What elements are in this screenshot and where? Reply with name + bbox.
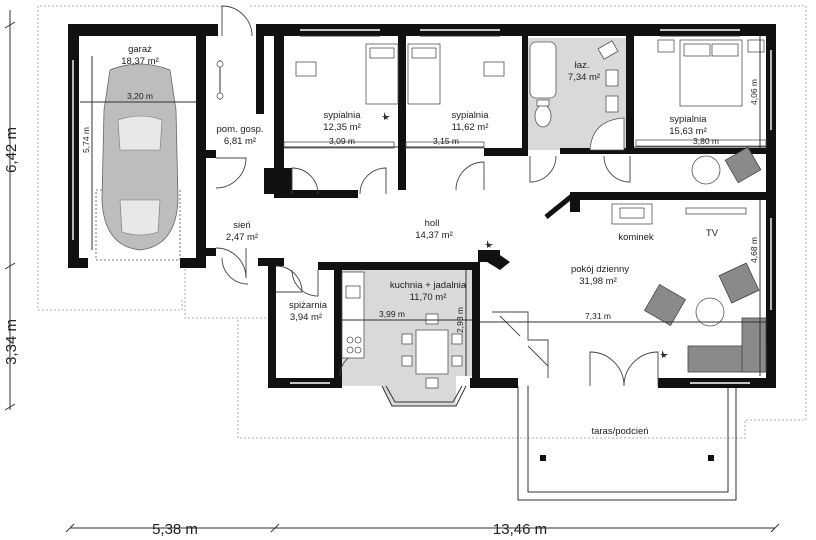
fireplace-wall — [544, 194, 574, 219]
room-name-sypialnia-1: sypialnia — [324, 110, 362, 121]
plants — [382, 112, 668, 358]
room-name-laz: łaz. — [575, 60, 590, 71]
room-area-holl: 14,37 m² — [415, 230, 453, 241]
kitchen-furniture — [341, 271, 463, 389]
windows — [72, 29, 772, 384]
room-name-sypialnia-2: sypialnia — [452, 110, 490, 121]
bedroom-furniture — [283, 39, 767, 185]
room-area-sypialnia-1: 12,35 m² — [323, 122, 361, 133]
room-name-sypialnia-3: sypialnia — [670, 114, 708, 125]
room-name-kuchnia: kuchnia + jadalnia — [390, 280, 467, 291]
living-furniture — [611, 203, 767, 373]
dim-overall-bottom-left: 5,38 m — [152, 521, 198, 538]
dim-overall-bottom-right: 13,46 m — [493, 521, 547, 538]
stairs — [492, 311, 549, 378]
dimension-lines — [4, 10, 780, 533]
room-name-garaz: garaż — [128, 44, 152, 55]
dim-syp3-width: 3,80 m — [693, 136, 719, 146]
room-area-pom-gosp: 6,81 m² — [224, 136, 256, 147]
room-name-pom-gosp: pom. gosp. — [217, 124, 264, 135]
dim-kuchnia-width: 3,99 m — [379, 309, 405, 319]
doors — [215, 5, 659, 387]
room-area-sypialnia-3: 15,63 m² — [669, 126, 707, 137]
inner-dimension-lines — [80, 36, 766, 376]
dim-garaz-width: 3,20 m — [127, 91, 153, 101]
bay-window — [381, 385, 467, 407]
room-name-pokoj-dzienny: pokój dzienny — [571, 264, 629, 275]
dim-overall-left-top: 6,42 m — [3, 127, 20, 173]
room-area-laz: 7,34 m² — [568, 72, 600, 83]
room-area-sypialnia-2: 11,62 m² — [452, 122, 489, 133]
room-area-spizarnia: 3,94 m² — [290, 312, 322, 323]
room-name-sien: sień — [233, 220, 250, 231]
car — [95, 63, 181, 261]
dim-kuchnia-depth: 2,93 m — [455, 307, 465, 333]
dim-syp2-width: 3,15 m — [433, 136, 459, 146]
bicycle-icon — [216, 60, 224, 100]
bathroom-fixtures — [529, 40, 625, 151]
label-kominek: kominek — [618, 232, 654, 243]
dim-pokoj-depth: 4,68 m — [749, 237, 759, 263]
terrace — [517, 386, 737, 501]
room-area-sien: 2,47 m² — [226, 232, 258, 243]
site-outline — [37, 5, 807, 439]
dim-pokoj-width: 7,31 m — [585, 311, 611, 321]
dim-syp3-depth: 4,06 m — [749, 79, 759, 105]
room-area-garaz: 18,37 m² — [121, 56, 159, 67]
room-name-spizarnia: spiżarnia — [289, 300, 328, 311]
dim-syp1-width: 3,09 m — [329, 136, 355, 146]
label-tv: TV — [706, 228, 719, 239]
room-area-kuchnia: 11,70 m² — [410, 292, 447, 303]
room-name-holl: holl — [425, 218, 440, 229]
room-area-pokoj-dzienny: 31,98 m² — [579, 276, 617, 287]
label-taras: taras/podcień — [591, 426, 648, 437]
dim-garaz-depth: 5,74 m — [81, 127, 91, 153]
dim-overall-left-bottom: 3,34 m — [3, 319, 20, 365]
